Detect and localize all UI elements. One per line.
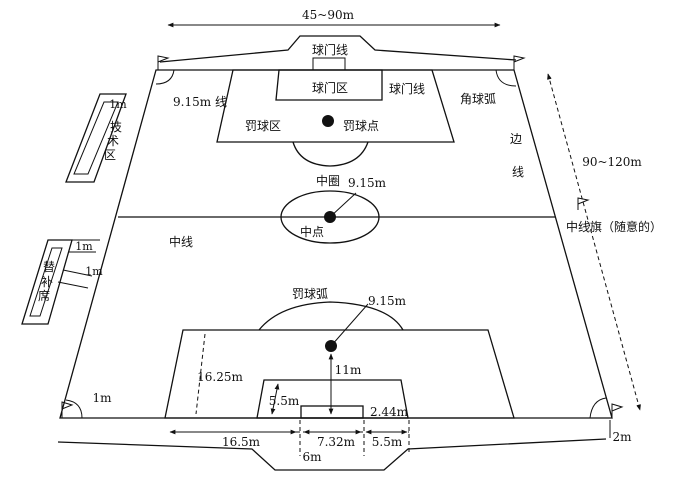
corner-1m-label: 1m [92,391,112,405]
top-goal-outline [159,35,517,63]
technical-area-outer [65,93,127,183]
technical-area-char-1: 技 [110,120,122,134]
corner-arc-label: 角球弧 [460,92,496,106]
goal-line-right-label: 球门线 [389,81,425,96]
top-penalty-spot [322,115,334,127]
dim-6-label: 6m [302,450,322,464]
center-circle-label: 中圈 [316,173,340,188]
substitutes-bench-outer [21,239,73,325]
halfway-flag-label: 中线旗（随意的） [566,219,662,234]
technical-area-char-3: 区 [104,148,116,162]
technical-area-char-2: 术 [107,134,119,148]
goal-height-label: 2.44m [370,405,409,419]
dist-915-line-label: 9.15m 线 [173,95,227,109]
halfway-line-label: 中线 [169,234,193,249]
flag-top-left-icon [157,55,170,70]
flag-bottom-left-icon [61,401,74,418]
bottom-goal [300,405,364,419]
corner-arc-top-left [155,69,175,85]
technical-area-inner [73,101,119,175]
corner-arc-bottom-left [65,399,83,419]
penalty-spot-label: 罚球点 [343,119,379,133]
dim-165-label: 16.5m [222,435,261,449]
substitutes-bench-inner [29,247,63,317]
bench-1m-label-a: 1m [75,240,93,253]
touchline-label-2: 线 [512,165,524,179]
spot-dist-label: 11m [335,363,362,377]
top-goal [312,57,346,71]
arc-radius-label: 9.15m [368,294,407,308]
ga-depth-label: 5.5m [269,394,300,408]
top-width-label: 45~90m [302,8,355,22]
penalty-area-label: 罚球区 [245,119,281,133]
penalty-arc-label: 罚球弧 [292,287,328,301]
pa-depth-label: 16.25m [197,370,243,384]
length-arrow [547,73,641,411]
center-circle [280,190,380,244]
top-goal-line-label: 球门线 [312,42,348,57]
top-penalty-arc [292,141,369,167]
substitutes-bench-char-1: 替 [43,260,55,274]
center-radius-line [329,192,357,218]
flag-top-right-icon [513,55,526,70]
flag-bottom-right-icon [611,403,624,418]
arc-radius-line [330,303,369,347]
dim-2-label: 2m [612,430,632,444]
length-label: 90~120m [582,155,642,169]
top-penalty-area [216,69,455,143]
bench-1m-line-c [62,269,93,277]
halfway-flag-icon [577,197,590,210]
bottom-penalty-area [164,329,515,419]
dim-732-label: 7.32m [317,435,356,449]
touchline-label-1: 边 [510,132,522,146]
technical-area-1m-label: 1m [109,98,127,111]
corner-arc-bottom-right [589,397,607,419]
substitutes-bench-char-3: 席 [38,288,50,303]
bench-1m-line-d [57,281,89,289]
ga-depth-arrow [270,383,280,415]
dim-55-label: 5.5m [372,435,403,449]
bottom-penalty-arc [258,301,404,331]
bottom-goal-area [256,379,409,419]
center-radius-label: 9.15m [348,176,387,190]
substitutes-bench-char-2: 补 [41,275,53,289]
corner-arc-top-right [495,69,517,87]
goal-area-label: 球门区 [312,80,348,95]
bottom-goal-outline [57,438,607,471]
center-spot-label: 中点 [300,224,324,239]
bench-1m-label-b: 1m [85,265,103,278]
